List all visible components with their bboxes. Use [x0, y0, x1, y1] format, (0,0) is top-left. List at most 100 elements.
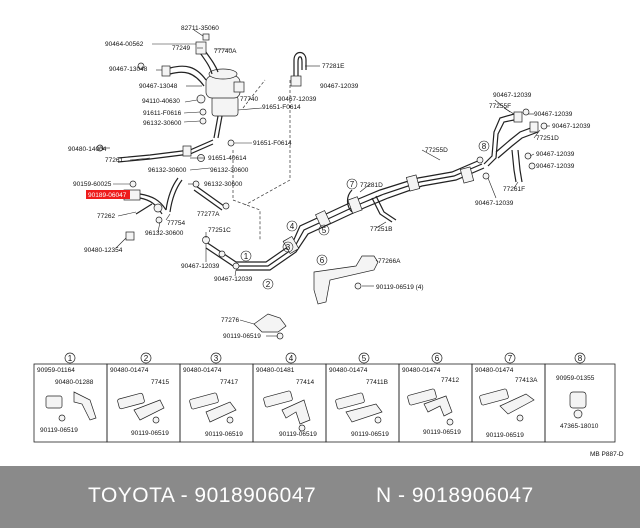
- bracket-77266a: [313, 255, 379, 305]
- part-label: 90119-06519: [486, 432, 524, 439]
- part-label: 90119-06519: [205, 431, 243, 438]
- part-label: 90480-01474: [329, 367, 368, 374]
- callout-number: 7: [350, 180, 355, 189]
- part-label: 77412: [441, 377, 459, 384]
- main-fuel-line: [236, 159, 485, 271]
- detail-box-8: 8 90959-01355 47365-18010: [544, 352, 616, 443]
- part-label: 90467-12039: [475, 200, 514, 207]
- part-label: 77413A: [515, 377, 538, 384]
- detail-box-row: 1 90959-01164 90480-01288 90119-06519 2 …: [33, 352, 616, 443]
- part-label: 77417: [220, 379, 238, 386]
- part-label: 90467-12039: [536, 151, 575, 158]
- part-label: 96132-30600: [204, 181, 243, 188]
- part-label: 77414: [296, 379, 314, 386]
- part-label: 90119-06519: [40, 427, 78, 434]
- detail-box-number: 5: [362, 354, 367, 363]
- part-label: 77754: [167, 220, 185, 227]
- detail-box-number: 6: [435, 354, 440, 363]
- part-label: 90467-12039: [534, 111, 573, 118]
- left-hose-group: [123, 177, 230, 241]
- part-label: 90467-12039: [320, 83, 359, 90]
- part-label: 90959-01355: [556, 375, 595, 382]
- dashed-guide-2: [244, 80, 291, 206]
- part-label: 90467-13048: [139, 83, 178, 90]
- detail-box-5: 5 90480-01474 77411B 90119-06519: [325, 352, 400, 443]
- part-label: 77740A: [214, 48, 237, 55]
- part-label: 90467-12039: [278, 96, 317, 103]
- detail-box-2: 2 90480-01474 77415 90119-06519: [106, 352, 181, 443]
- leader-lines: [100, 29, 550, 337]
- part-label: 77249: [172, 45, 190, 52]
- part-label: 90959-01164: [37, 367, 75, 374]
- detail-box-number: 1: [68, 354, 73, 363]
- part-label: 96132-30600: [148, 167, 187, 174]
- part-label: 90480-01474: [183, 367, 222, 374]
- drawing-code: MB P887-D: [590, 451, 624, 458]
- callout-circle: [346, 178, 358, 190]
- n-part-number: N - 9018906047: [376, 484, 534, 507]
- callout-number: 5: [322, 226, 327, 235]
- part-labels: 82711-35060 90464-00562 77249 77740A 772…: [68, 25, 591, 340]
- part-label: 91651-F0614: [262, 104, 301, 111]
- part-label: 90480-01288: [55, 379, 94, 386]
- part-label: 91611-F0616: [143, 110, 182, 117]
- bracket-77276: [253, 313, 287, 340]
- part-label: 90480-01481: [256, 367, 295, 374]
- part-label: 77255F: [489, 103, 511, 110]
- detail-box-6: 6 90480-01474 77412 90119-06519: [398, 352, 473, 443]
- part-label: 77415: [151, 379, 169, 386]
- part-label: 96132-30600: [145, 230, 184, 237]
- highlight-box: [86, 190, 130, 199]
- right-hose-group: [476, 108, 548, 183]
- part-label: 47365-18010: [560, 423, 599, 430]
- detail-box-3: 3 90480-01474 77417 90119-06519: [179, 352, 254, 443]
- dashed-guide-3: [242, 79, 266, 109]
- part-label: 77261F: [503, 186, 525, 193]
- callout-circle: [316, 254, 328, 266]
- callout-number: 1: [244, 252, 249, 261]
- callout-circle: [240, 250, 252, 262]
- callout-circle: [286, 220, 298, 232]
- part-label: 77281E: [322, 63, 345, 70]
- part-label: 90467-12039: [536, 163, 575, 170]
- part-label: 90480-01474: [475, 367, 514, 374]
- callout-number: 2: [266, 280, 271, 289]
- part-label: 94110-40630: [142, 98, 180, 105]
- part-label: 91651-F0614: [253, 140, 292, 147]
- part-label: 90480-01474: [110, 367, 149, 374]
- diagram-callouts: 1 2 3 4 5 6 7 8: [240, 140, 490, 290]
- part-label: 77251D: [536, 135, 559, 142]
- part-number-banner: TOYOTA - 9018906047 N - 9018906047: [0, 466, 640, 528]
- callout-circle: [282, 241, 294, 253]
- highlight-text: 90189-06047: [88, 192, 127, 199]
- part-label: 77276: [221, 317, 239, 324]
- part-label: 90467-12039: [181, 263, 220, 270]
- part-label: 96132-30600: [143, 120, 182, 127]
- callout-circle: [478, 140, 490, 152]
- part-label: 90480-01474: [402, 367, 441, 374]
- part-label: 77251B: [370, 226, 392, 233]
- part-label: 90480-12354: [84, 247, 123, 254]
- highlighted-part-label[interactable]: 90189-06047: [86, 190, 130, 199]
- part-label: 90480-14004: [68, 146, 107, 153]
- main-line-left-fittings: [202, 236, 240, 270]
- hose-77281e: [290, 51, 307, 87]
- detail-box-number: 4: [289, 354, 294, 363]
- detail-box-number: 2: [144, 354, 149, 363]
- detail-box-number: 8: [578, 354, 583, 363]
- part-label: 90119-06519: [131, 430, 169, 437]
- part-label: 90464-00562: [105, 41, 144, 48]
- part-label: 77261: [105, 157, 123, 164]
- part-label: 96132-30600: [210, 167, 249, 174]
- detail-box-4: 4 90480-01481 77414 90119-06519: [252, 352, 327, 443]
- callout-number: 3: [286, 243, 291, 252]
- part-label: 90119-06519: [351, 431, 389, 438]
- part-label: 90467-13048: [109, 66, 148, 73]
- callout-number: 6: [320, 256, 325, 265]
- part-label: 77262: [97, 213, 115, 220]
- part-label: 77740: [240, 96, 258, 103]
- part-label: 90119-06519: [279, 431, 317, 438]
- part-label: 90119-06519 (4): [376, 284, 424, 291]
- part-label: 77266A: [378, 258, 401, 265]
- part-label: 90119-06519: [423, 429, 461, 436]
